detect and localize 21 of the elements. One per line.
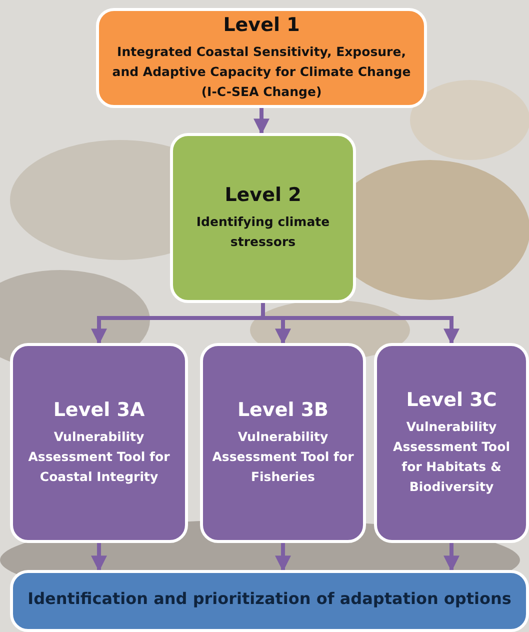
- level-heading: Level 3B: [237, 399, 329, 421]
- process-box: [374, 343, 529, 543]
- level-heading: Level 2: [224, 184, 302, 206]
- level-heading: Level 1: [223, 14, 300, 36]
- level-heading: Level 3C: [406, 389, 497, 411]
- process-box: [10, 343, 188, 543]
- box-text: Identification and prioritization of adaptation options: [28, 588, 512, 608]
- arrow: [91, 543, 107, 572]
- process-box: [10, 570, 529, 632]
- box-text: Vulnerability Assessment Tool for Coastal Integrity: [27, 428, 171, 486]
- level-heading: Level 3A: [53, 399, 145, 421]
- process-box: [170, 133, 356, 303]
- box-text: Vulnerability Assessment Tool for Habitats & Biodiversity: [392, 418, 511, 496]
- box-text: Vulnerability Assessment Tool for Fisheries: [211, 428, 355, 486]
- arrow: [275, 543, 291, 572]
- process-box: [200, 343, 366, 543]
- box-text: Integrated Coastal Sensitivity, Exposure, and Adaptive Capacity for Climate Change (I-C-SEA Change): [111, 43, 412, 101]
- arrow: [254, 108, 270, 135]
- process-box: [96, 8, 427, 108]
- arrow: [444, 543, 460, 572]
- box-text: Identifying climate stressors: [195, 213, 331, 251]
